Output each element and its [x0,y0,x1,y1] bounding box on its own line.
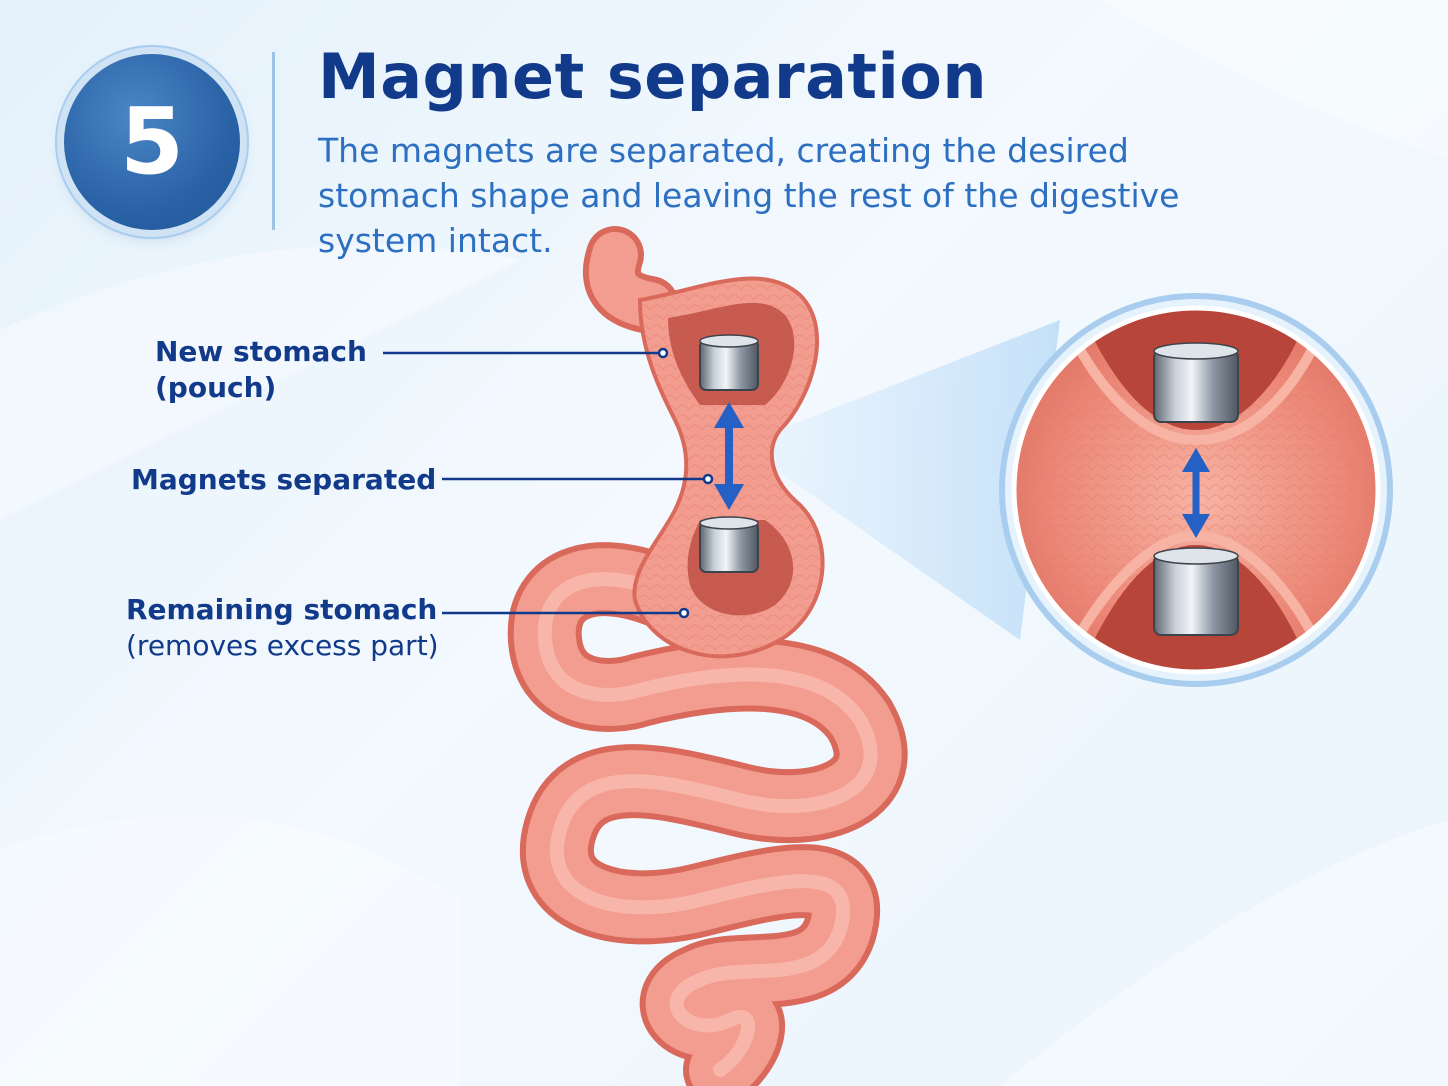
small-intestine [507,542,908,1086]
label-new-stomach-sub: (pouch) [155,371,277,404]
page-description: The magnets are separated, creating the … [318,131,1180,260]
label-magnets-separated: Magnets separated [131,462,436,498]
magnet-icon [1153,547,1239,636]
page-title: Magnet separation [318,40,988,113]
zoom-detail [999,293,1393,687]
label-remaining-stomach: Remaining stomach (removes excess part) [126,592,439,664]
step-number: 5 [119,88,184,195]
magnet-icon [699,516,759,573]
magnet-icon [1153,342,1239,423]
label-remaining-stomach-title: Remaining stomach [126,593,438,626]
label-new-stomach-title: New stomach [155,335,367,368]
label-remaining-stomach-sub: (removes excess part) [126,629,439,662]
label-magnets-separated-title: Magnets separated [131,463,437,496]
magnet-icon [699,334,759,391]
label-new-stomach: New stomach (pouch) [155,334,367,406]
double-arrow-icon [714,402,744,510]
header-divider [272,52,275,230]
label-leaders [383,347,714,619]
step-badge: 5 [64,54,240,230]
double-arrow-icon [1182,448,1210,538]
zoom-beam [740,320,1060,640]
